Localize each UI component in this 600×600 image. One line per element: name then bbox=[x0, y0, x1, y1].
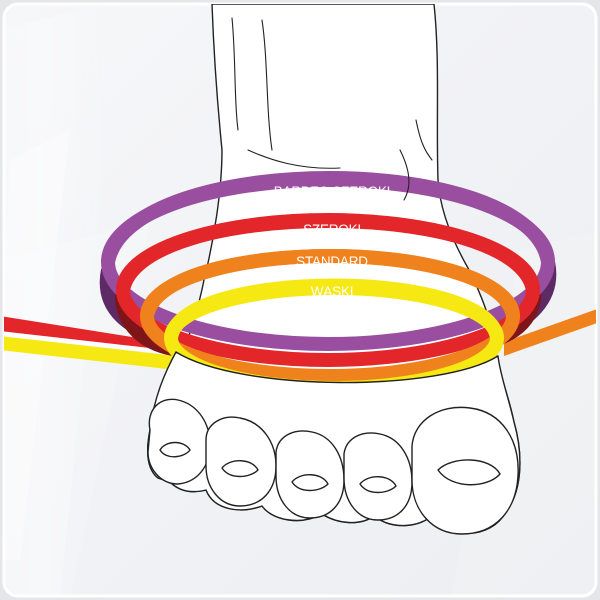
label-bardzo-szeroki: BARDZO SZEROKI bbox=[274, 184, 390, 199]
toe-nail-little bbox=[160, 443, 190, 457]
label-waski: WĄSKI bbox=[311, 284, 354, 299]
label-standard: STANDARD bbox=[296, 254, 368, 269]
label-szeroki: SZEROKI bbox=[303, 222, 361, 237]
